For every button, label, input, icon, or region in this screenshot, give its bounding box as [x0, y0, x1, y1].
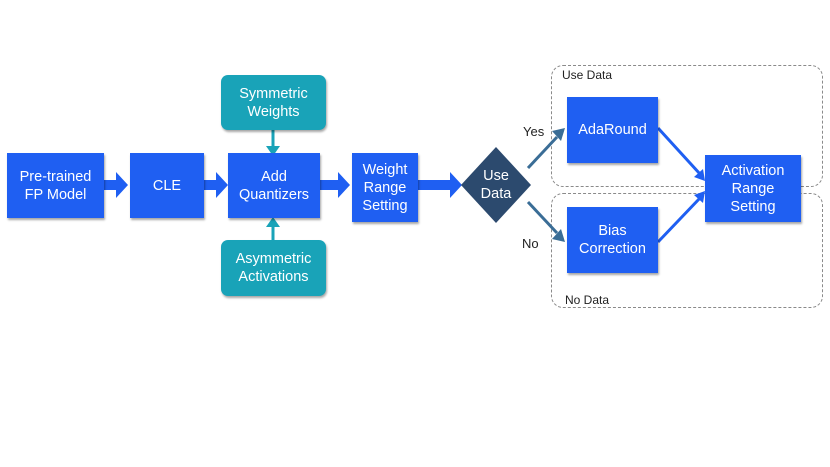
arrow-pretrained-to-cle — [104, 172, 128, 198]
arrow-quantizers-to-weight-range — [320, 172, 350, 198]
use-data-region — [551, 65, 823, 187]
merge-arrows — [656, 126, 705, 244]
no-edge-label: No — [522, 236, 539, 251]
decision-diamond — [461, 147, 531, 223]
arrow-weight-range-to-decision — [418, 172, 462, 198]
input-arrows — [266, 130, 280, 240]
yes-edge-label: Yes — [523, 124, 545, 139]
arrow-bias-to-activation — [694, 191, 705, 203]
arrow-activations-to-quantizers — [266, 217, 280, 227]
arrow-no-to-bias-correction — [552, 229, 565, 242]
weight-range-setting-node: Weight Range Setting — [352, 153, 418, 222]
arrow-adaround-to-activation — [694, 169, 705, 181]
arrow-cle-to-quantizers — [204, 172, 228, 198]
add-quantizers-node: Add Quantizers — [228, 153, 320, 218]
use-data-decision-label: Use Data — [480, 168, 512, 202]
pretrained-fp-model-node: Pre-trained FP Model — [7, 153, 104, 218]
no-data-region-label: No Data — [565, 293, 610, 307]
adaround-node: AdaRound — [567, 97, 658, 163]
branch-arrows — [526, 128, 565, 242]
asymmetric-activations-node: Asymmetric Activations — [221, 240, 326, 296]
arrow-yes-to-adaround — [552, 128, 565, 141]
arrow-weights-to-quantizers — [266, 146, 280, 156]
no-data-region — [551, 193, 823, 308]
main-flow-arrows — [104, 172, 462, 198]
symmetric-weights-node: Symmetric Weights — [221, 75, 326, 130]
use-data-region-label: Use Data — [562, 68, 613, 82]
bias-correction-node: Bias Correction — [567, 207, 658, 273]
cle-node: CLE — [130, 153, 204, 218]
activation-range-setting-node: Activation Range Setting — [705, 155, 801, 222]
